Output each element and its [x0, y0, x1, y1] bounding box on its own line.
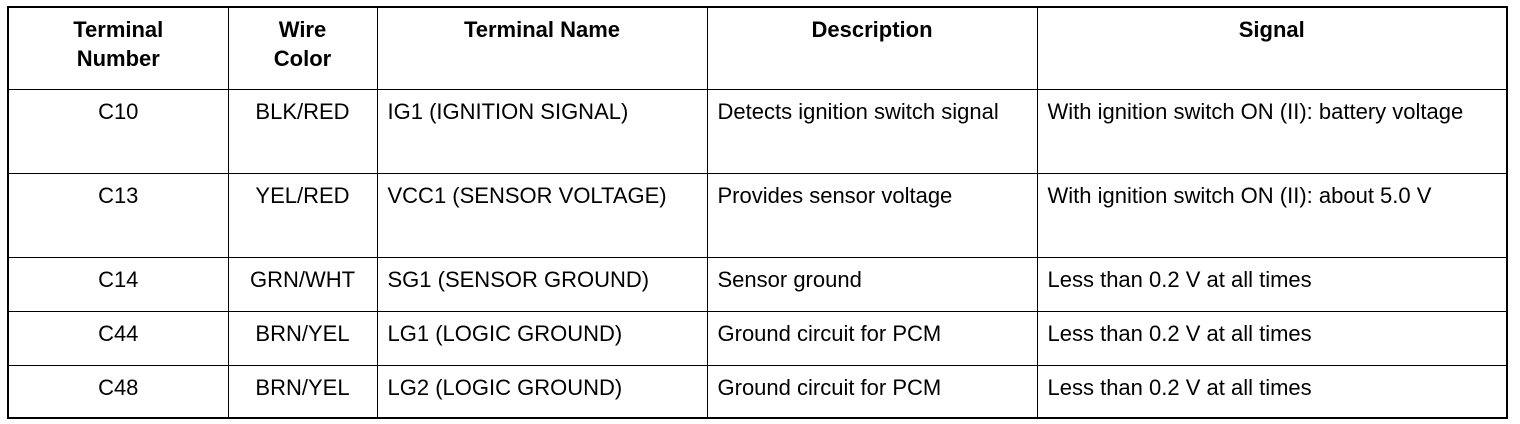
cell-wire-color: BRN/YEL [227, 310, 378, 366]
table-row: C44 BRN/YEL LG1 (LOGIC GROUND) Ground ci… [7, 310, 1508, 366]
table-row: C13 YEL/RED VCC1 (SENSOR VOLTAGE) Provid… [7, 172, 1508, 258]
cell-description: Sensor ground [706, 256, 1038, 312]
cell-description: Provides sensor voltage [706, 172, 1038, 258]
cell-terminal-number: C10 [7, 88, 229, 174]
cell-terminal-number: C48 [7, 364, 229, 419]
header-wire-color-line1: Wire [278, 17, 327, 42]
header-terminal-number-line1: Terminal [73, 17, 164, 42]
header-terminal-number-line2: Number [76, 46, 160, 71]
cell-description: Ground circuit for PCM [706, 364, 1038, 419]
cell-signal: With ignition switch ON (II): about 5.0 … [1036, 172, 1508, 258]
table-row: C14 GRN/WHT SG1 (SENSOR GROUND) Sensor g… [7, 256, 1508, 312]
cell-terminal-name: IG1 (IGNITION SIGNAL) [376, 88, 708, 174]
cell-wire-color: BRN/YEL [227, 364, 378, 419]
cell-terminal-number: C14 [7, 256, 229, 312]
table-row: C10 BLK/RED IG1 (IGNITION SIGNAL) Detect… [7, 88, 1508, 174]
cell-wire-color: BLK/RED [227, 88, 378, 174]
cell-terminal-name: LG1 (LOGIC GROUND) [376, 310, 708, 366]
cell-terminal-number: C13 [7, 172, 229, 258]
header-terminal-number: Terminal Number [7, 6, 229, 90]
cell-signal: Less than 0.2 V at all times [1036, 256, 1508, 312]
cell-terminal-number: C44 [7, 310, 229, 366]
header-terminal-name: Terminal Name [376, 6, 708, 90]
header-signal: Signal [1036, 6, 1508, 90]
cell-terminal-name: LG2 (LOGIC GROUND) [376, 364, 708, 419]
cell-signal: Less than 0.2 V at all times [1036, 310, 1508, 366]
terminal-table: Terminal Number Wire Color Terminal Name… [7, 6, 1508, 419]
cell-signal: Less than 0.2 V at all times [1036, 364, 1508, 419]
table-body: C10 BLK/RED IG1 (IGNITION SIGNAL) Detect… [7, 88, 1508, 419]
cell-terminal-name: SG1 (SENSOR GROUND) [376, 256, 708, 312]
cell-wire-color: YEL/RED [227, 172, 378, 258]
table-header: Terminal Number Wire Color Terminal Name… [7, 6, 1508, 90]
cell-terminal-name: VCC1 (SENSOR VOLTAGE) [376, 172, 708, 258]
cell-wire-color: GRN/WHT [227, 256, 378, 312]
cell-signal: With ignition switch ON (II): battery vo… [1036, 88, 1508, 174]
table-row: C48 BRN/YEL LG2 (LOGIC GROUND) Ground ci… [7, 364, 1508, 419]
header-wire-color-line2: Color [273, 46, 332, 71]
cell-description: Ground circuit for PCM [706, 310, 1038, 366]
header-row: Terminal Number Wire Color Terminal Name… [7, 6, 1508, 90]
cell-description: Detects ignition switch signal [706, 88, 1038, 174]
header-description: Description [706, 6, 1038, 90]
header-wire-color: Wire Color [227, 6, 378, 90]
